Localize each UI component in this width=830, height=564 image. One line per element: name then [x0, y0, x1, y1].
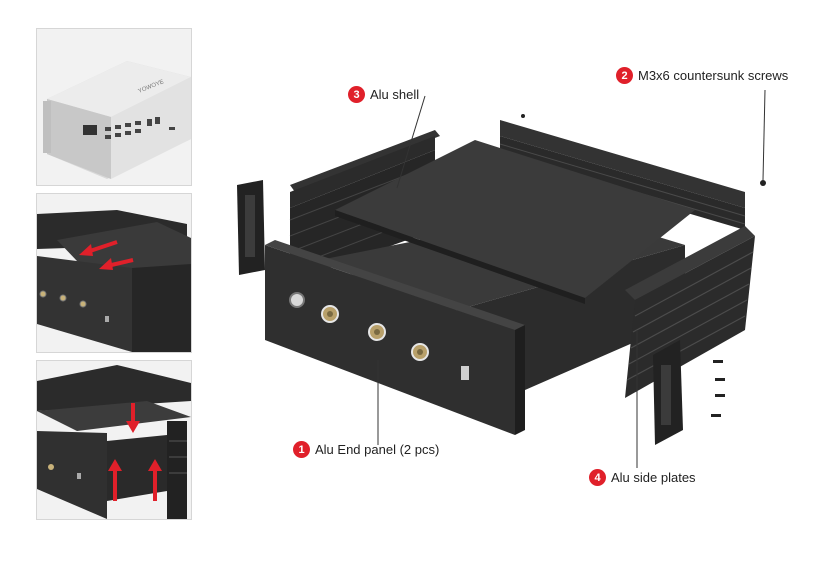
callout-label: Alu End panel (2 pcs) — [315, 442, 440, 457]
callout-screws: 2 M3x6 countersunk screws — [616, 67, 788, 84]
callout-label: Alu side plates — [611, 470, 696, 485]
callout-badge: 1 — [293, 441, 310, 458]
assembled-enclosure-photo-icon: YOWOYE — [37, 29, 191, 185]
slide-shell-arrows-icon — [37, 194, 191, 352]
callout-badge: 3 — [348, 86, 365, 103]
callout-label: M3x6 countersunk screws — [638, 68, 789, 83]
callout-end-panel: 1 Alu End panel (2 pcs) — [293, 441, 439, 458]
callout-label: Alu shell — [370, 87, 420, 102]
insert-plate-arrows-icon — [37, 361, 191, 519]
callout-side-plates: 4 Alu side plates — [589, 469, 696, 486]
callout-badge: 2 — [616, 67, 633, 84]
thumbnail-slide-shell — [36, 193, 192, 353]
callout-badge: 4 — [589, 469, 606, 486]
exploded-enclosure-illustration — [237, 89, 766, 468]
thumbnail-assembled: YOWOYE — [36, 28, 192, 186]
thumbnail-insert-plate — [36, 360, 192, 520]
callout-alu-shell: 3 Alu shell — [348, 86, 419, 103]
